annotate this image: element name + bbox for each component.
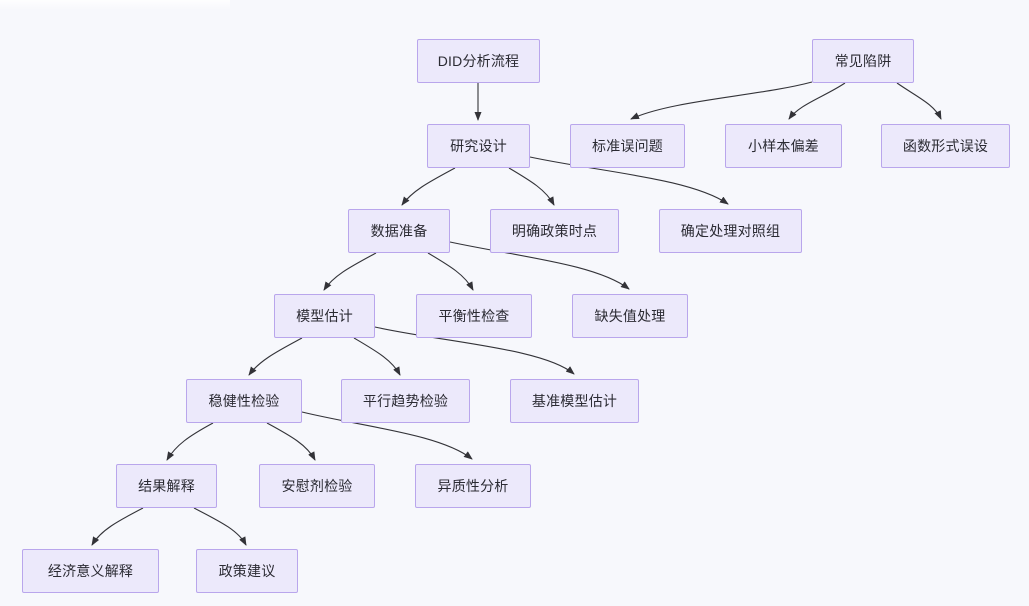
edge-robust-to-interpret [166, 422, 214, 461]
edge-design-to-policytime [508, 167, 555, 206]
edge-dataprep-to-modelest [323, 252, 377, 291]
flow-node-label: 异质性分析 [437, 478, 509, 494]
flow-node-label: 数据准备 [370, 223, 428, 239]
flow-node-label: 研究设计 [450, 138, 507, 154]
flow-node-policyrec[interactable]: 政策建议 [196, 549, 298, 593]
flow-node-label: 稳健性检验 [208, 393, 280, 409]
edge-robust-to-placebo [266, 422, 316, 461]
edge-modelest-to-robust [248, 337, 303, 376]
flow-node-placebo[interactable]: 安慰剂检验 [259, 464, 375, 508]
edge-dataprep-to-balance [427, 252, 474, 291]
flow-node-label: 安慰剂检验 [281, 478, 353, 494]
edge-pitfalls-to-smallsamp [788, 82, 846, 120]
flow-node-treatctrl[interactable]: 确定处理对照组 [659, 209, 802, 253]
flow-node-label: 函数形式误设 [902, 138, 989, 154]
flow-node-did[interactable]: DID分析流程 [417, 39, 540, 83]
flow-node-dataprep[interactable]: 数据准备 [348, 209, 450, 253]
flow-node-label: 平衡性检查 [438, 308, 510, 324]
edge-pitfalls-to-se [630, 81, 813, 120]
edge-pitfalls-to-funcform [896, 82, 942, 120]
flow-node-smallsamp[interactable]: 小样本偏差 [725, 124, 842, 168]
flow-node-economic[interactable]: 经济意义解释 [22, 549, 159, 593]
flow-node-baseline[interactable]: 基准模型估计 [510, 379, 639, 423]
flow-node-label: 明确政策时点 [511, 223, 598, 239]
flow-node-missing[interactable]: 缺失值处理 [572, 294, 688, 338]
flow-node-robust[interactable]: 稳健性检验 [186, 379, 302, 423]
flow-node-label: 模型估计 [296, 308, 353, 324]
flow-node-policytime[interactable]: 明确政策时点 [490, 209, 619, 253]
flow-node-design[interactable]: 研究设计 [427, 124, 530, 168]
edge-interpret-to-policyrec [193, 507, 247, 546]
flow-node-label: 平行趋势检验 [362, 393, 449, 409]
flow-node-label: 标准误问题 [592, 138, 663, 154]
flow-node-modelest[interactable]: 模型估计 [274, 294, 375, 338]
flow-node-parallel[interactable]: 平行趋势检验 [341, 379, 470, 423]
edge-modelest-to-parallel [353, 337, 401, 376]
edge-design-to-dataprep [401, 167, 456, 206]
flow-node-label: 确定处理对照组 [680, 223, 781, 239]
flow-node-label: 缺失值处理 [594, 308, 666, 324]
flow-node-label: DID分析流程 [437, 53, 520, 69]
canvas-sheen [0, 0, 230, 10]
flow-node-se[interactable]: 标准误问题 [570, 124, 685, 168]
flow-node-funcform[interactable]: 函数形式误设 [881, 124, 1010, 168]
flow-node-label: 政策建议 [218, 563, 276, 579]
flow-node-hetero[interactable]: 异质性分析 [415, 464, 531, 508]
flow-node-label: 经济意义解释 [47, 563, 134, 579]
flow-node-label: 基准模型估计 [531, 393, 618, 409]
flow-node-label: 结果解释 [138, 478, 195, 494]
edge-interpret-to-economic [91, 507, 144, 546]
flow-node-pitfalls[interactable]: 常见陷阱 [812, 39, 914, 83]
flow-node-balance[interactable]: 平衡性检查 [416, 294, 532, 338]
flow-node-interpret[interactable]: 结果解释 [116, 464, 217, 508]
flow-node-label: 小样本偏差 [748, 138, 819, 154]
flow-node-label: 常见陷阱 [834, 53, 892, 69]
